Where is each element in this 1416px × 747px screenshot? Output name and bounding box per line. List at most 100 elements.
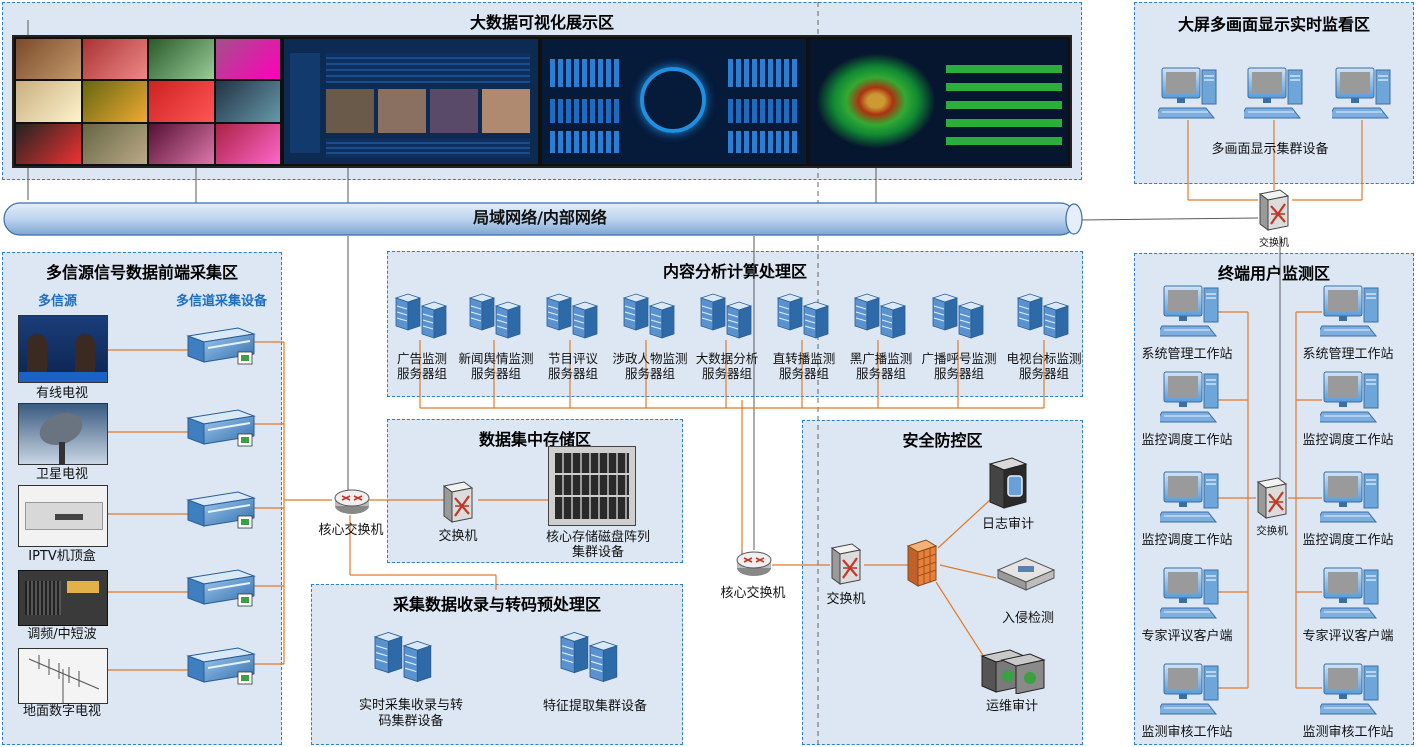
workstation-label: 监控调度工作站 <box>1141 533 1233 548</box>
zone-display-title: 大数据可视化展示区 <box>469 13 614 32</box>
transcode-device-1-label-1: 实时采集收录与转 <box>358 698 463 713</box>
server-group-label: 新闻舆情监测 <box>458 351 534 366</box>
workstation-label: 专家评议客户端 <box>1302 629 1394 644</box>
zone-security-title: 安全防控区 <box>902 431 983 450</box>
source-label-4: 调频/中短波 <box>27 627 97 642</box>
server-group-icon <box>774 290 834 342</box>
server-group-label: 涉政人物监测 <box>612 351 688 366</box>
storage-switch-icon <box>440 480 476 524</box>
collection-device-2 <box>186 404 258 450</box>
source-label-3: IPTV机顶盒 <box>28 549 96 564</box>
server-group-label: 电视台标监测 <box>1006 351 1082 366</box>
zone-collection-title: 多信源信号数据前端采集区 <box>45 263 238 282</box>
log-audit-icon <box>988 457 1028 509</box>
server-group-label: 服务器组 <box>855 366 906 381</box>
firewall-icon <box>906 539 938 587</box>
workstation-icon <box>1320 662 1384 720</box>
workstation-icon <box>1160 470 1224 528</box>
ops-audit-icon <box>980 649 1046 694</box>
source-antenna-image <box>18 648 108 704</box>
workstation-label: 监控调度工作站 <box>1302 433 1394 448</box>
wall-panel-analysis <box>810 39 1068 164</box>
server-group-label: 大数据分析 <box>695 351 759 366</box>
server-group-label: 广播呼号监测 <box>921 351 997 366</box>
wall-switch-icon <box>1256 188 1292 232</box>
core-switch-label-1: 核心交换机 <box>318 523 384 538</box>
workstation-label: 系统管理工作站 <box>1302 347 1394 362</box>
source-label-5: 地面数字电视 <box>22 704 101 719</box>
workstation-icon <box>1160 284 1224 342</box>
security-switch-label: 交换机 <box>826 592 866 607</box>
server-group-icon <box>851 290 911 342</box>
server-group-icon <box>929 290 989 342</box>
server-group-label: 服务器组 <box>933 366 984 381</box>
zone-storage-title: 数据集中存储区 <box>478 430 591 449</box>
transcode-device-1-label-2: 码集群设备 <box>378 714 444 729</box>
devices-header: 多信道采集设备 <box>176 294 268 309</box>
server-group-label: 服务器组 <box>1018 366 1069 381</box>
source-label-1: 有线电视 <box>35 386 88 401</box>
zone-transcode-title: 采集数据收录与转码预处理区 <box>392 595 601 614</box>
storage-array-label-2: 集群设备 <box>571 545 624 560</box>
source-cable-tv-image <box>18 315 108 383</box>
network-bar-label: 局域网络/内部网络 <box>473 208 607 227</box>
server-group-icon <box>466 290 526 342</box>
server-group-label: 黑广播监测 <box>849 351 913 366</box>
transcode-device-2-label: 特征提取集群设备 <box>542 699 647 714</box>
server-group-label: 节目评议 <box>547 351 598 366</box>
server-group-label: 服务器组 <box>778 366 829 381</box>
zone-terminal-title: 终端用户监测区 <box>1217 264 1330 283</box>
workstation-icon <box>1320 370 1384 428</box>
core-switch-icon-2 <box>734 548 774 578</box>
zone-analysis-title: 内容分析计算处理区 <box>662 262 807 281</box>
wall-switch-label: 交换机 <box>1259 238 1289 249</box>
zone-monitor-wall-title: 大屏多画面显示实时监看区 <box>1177 15 1370 34</box>
zone-transcode: 采集数据收录与转码预处理区 <box>311 584 683 745</box>
collection-device-3 <box>186 486 258 532</box>
server-group-icon <box>697 290 757 342</box>
server-group-label: 服务器组 <box>396 366 447 381</box>
server-group-label: 服务器组 <box>470 366 521 381</box>
storage-switch-label: 交换机 <box>438 529 478 544</box>
workstation-icon <box>1160 566 1224 624</box>
intrusion-icon <box>996 557 1056 591</box>
terminal-switch-icon <box>1254 476 1290 520</box>
server-group-icon <box>620 290 680 342</box>
workstation-label: 系统管理工作站 <box>1141 347 1233 362</box>
source-satellite-image <box>18 403 108 465</box>
core-switch-icon-1 <box>332 486 372 516</box>
collection-device-1 <box>186 322 258 368</box>
server-group-label: 服务器组 <box>547 366 598 381</box>
server-group-label: 直转播监测 <box>772 351 836 366</box>
source-iptv-image <box>18 485 108 547</box>
wall-pc-1 <box>1158 66 1222 124</box>
server-group-label: 服务器组 <box>624 366 675 381</box>
ops-audit-label: 运维审计 <box>985 699 1038 714</box>
source-radio-image <box>18 570 108 626</box>
sources-header: 多信源 <box>38 294 78 309</box>
workstation-icon <box>1160 370 1224 428</box>
log-audit-label: 日志审计 <box>981 517 1034 532</box>
storage-array-label-1: 核心存储磁盘阵列 <box>545 530 650 545</box>
workstation-icon <box>1320 284 1384 342</box>
wall-cluster-label: 多画面显示集群设备 <box>1211 142 1329 157</box>
storage-array-icon <box>548 446 636 526</box>
server-group-label: 广告监测 <box>396 351 447 366</box>
collection-device-5 <box>186 642 258 688</box>
transcode-device-2 <box>556 628 624 686</box>
wall-pc-2 <box>1244 66 1308 124</box>
intrusion-label: 入侵检测 <box>1001 611 1054 626</box>
video-wall <box>12 35 1072 168</box>
wall-panel-news <box>284 39 538 164</box>
server-group-label: 服务器组 <box>701 366 752 381</box>
wall-panel-mosaic <box>16 39 280 164</box>
workstation-label: 监控调度工作站 <box>1302 533 1394 548</box>
workstation-icon <box>1320 470 1384 528</box>
workstation-icon <box>1160 662 1224 720</box>
transcode-device-1 <box>370 628 438 686</box>
server-group-icon <box>1014 290 1074 342</box>
source-label-2: 卫星电视 <box>35 467 88 482</box>
workstation-icon <box>1320 566 1384 624</box>
terminal-switch-label: 交换机 <box>1256 525 1288 537</box>
